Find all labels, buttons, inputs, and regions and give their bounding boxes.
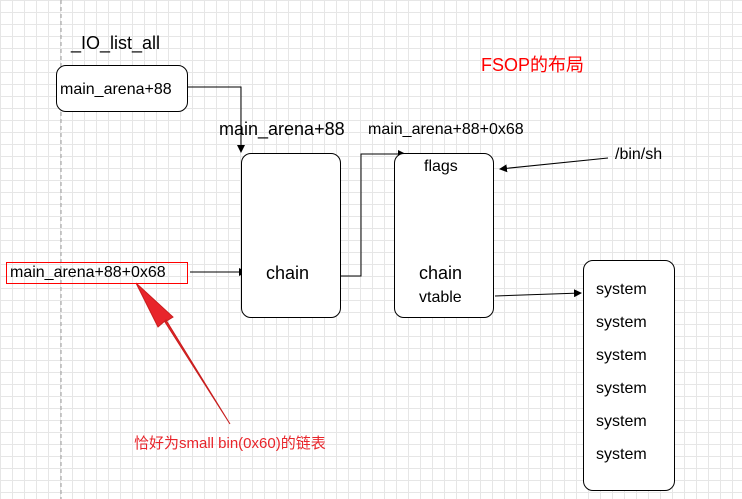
chunk2-flags-field: flags [424, 158, 458, 175]
annotation-arrow [135, 282, 231, 425]
system-entry: system [596, 281, 647, 298]
smallbin-entry-box: main_arena+88+0x68 [6, 262, 188, 284]
system-entry: system [596, 347, 647, 364]
binsh-label: /bin/sh [615, 146, 663, 163]
chunk1-address-label: main_arena+88 [219, 119, 345, 139]
chunk1-box: chain [241, 153, 341, 318]
system-entry: system [596, 413, 647, 430]
edge-chunk1-chain-to-chunk2 [323, 150, 406, 277]
system-entry: system [596, 446, 647, 463]
edge-vtable-to-system-table [494, 289, 582, 298]
chunk2-chain-field: chain [419, 263, 463, 283]
chunk1-chain-field: chain [266, 263, 310, 283]
diagram-title: FSOP的布局 [481, 55, 585, 75]
system-table-box: system system system system system syste… [583, 260, 675, 491]
io-list-all-value: main_arena+88 [60, 81, 172, 98]
smallbin-entry-text: main_arena+88+0x68 [10, 264, 166, 281]
chunk2-box: flags chain vtable [394, 153, 494, 318]
system-entry: system [596, 380, 647, 397]
chunk2-vtable-field: vtable [419, 289, 462, 306]
io-list-all-label: _IO_list_all [71, 33, 161, 53]
system-entry: system [596, 314, 647, 331]
chunk2-address-label: main_arena+88+0x68 [368, 121, 524, 138]
io-list-all-box: main_arena+88 [56, 65, 188, 112]
edge-binsh-to-flags [499, 157, 609, 173]
edge-io-list-to-chunk1 [188, 86, 245, 153]
annotation-text: 恰好为small bin(0x60)的链表 [134, 435, 326, 452]
